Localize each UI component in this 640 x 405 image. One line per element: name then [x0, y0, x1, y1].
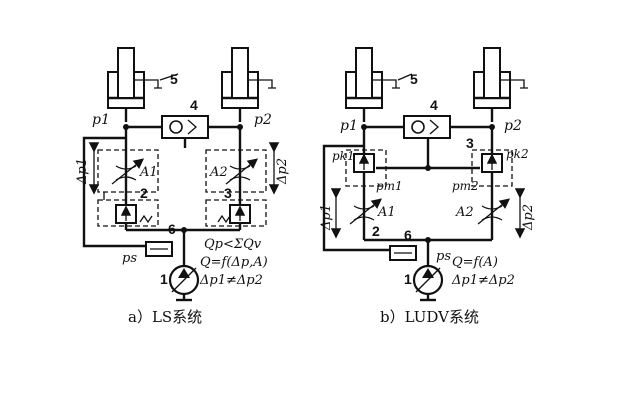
a-ps-label: ps [122, 251, 137, 266]
a-callout-2: 2 [140, 185, 148, 201]
orifice-right-b [477, 198, 511, 225]
b-dp2-label: Δp2 [521, 204, 536, 231]
b-A1-label: A1 [377, 205, 396, 220]
a-eq1: Qp<ΣQv [204, 237, 262, 252]
pump-b [412, 264, 444, 302]
b-caption: b）LUDV系统 [380, 308, 479, 326]
shuttle-valve-a [161, 115, 209, 139]
b-A2-label: A2 [455, 205, 474, 220]
a-dp2-label: Δp2 [275, 158, 290, 185]
orifice-right-a [225, 158, 259, 185]
b-callout-3: 3 [466, 135, 474, 151]
cylinder-left-b [345, 47, 413, 122]
b-callout-6: 6 [404, 227, 412, 243]
diagram-a [82, 47, 280, 302]
a-callout-4: 4 [190, 97, 198, 113]
cylinder-right-b [473, 47, 528, 122]
b-p2-label: p2 [504, 118, 522, 134]
b-callout-1: 1 [404, 271, 412, 287]
diagram-b [322, 47, 528, 302]
a-callout-5: 5 [170, 71, 178, 87]
b-p1-label: p1 [340, 118, 358, 134]
orifice-left-a [111, 158, 145, 185]
a-p1-label: p1 [92, 112, 110, 128]
orifice-left-b [349, 198, 383, 225]
a-callout-1: 1 [160, 271, 168, 287]
cylinder-left-a [107, 47, 179, 122]
a-eq3: Δp1≠Δp2 [199, 273, 263, 288]
b-pm1-label: pm1 [376, 179, 403, 193]
a-eq2: Q=f(Δp,A) [200, 255, 268, 270]
a-p2-label: p2 [254, 112, 272, 128]
a-A2-label: A2 [209, 165, 228, 180]
b-dp1-label: Δp1 [319, 204, 334, 231]
a-caption: a）LS系统 [128, 308, 202, 326]
a-callout-3: 3 [224, 185, 232, 201]
cylinder-right-a [221, 47, 276, 122]
b-pk1-label: pk1 [332, 149, 355, 163]
b-eq1: Q=f(A) [452, 255, 498, 270]
shuttle-valve-b [403, 115, 451, 139]
a-callout-6: 6 [168, 221, 176, 237]
pump-a [168, 264, 200, 302]
b-callout-4: 4 [430, 97, 438, 113]
b-callout-5: 5 [410, 71, 418, 87]
b-pk2-label: pk2 [506, 147, 529, 161]
a-dp1-label: Δp1 [75, 158, 90, 185]
b-callout-2: 2 [372, 223, 380, 239]
b-ps-label: ps [436, 249, 451, 264]
a-A1-label: A1 [139, 165, 158, 180]
b-eq2: Δp1≠Δp2 [451, 273, 515, 288]
b-pm2-label: pm2 [452, 179, 479, 193]
